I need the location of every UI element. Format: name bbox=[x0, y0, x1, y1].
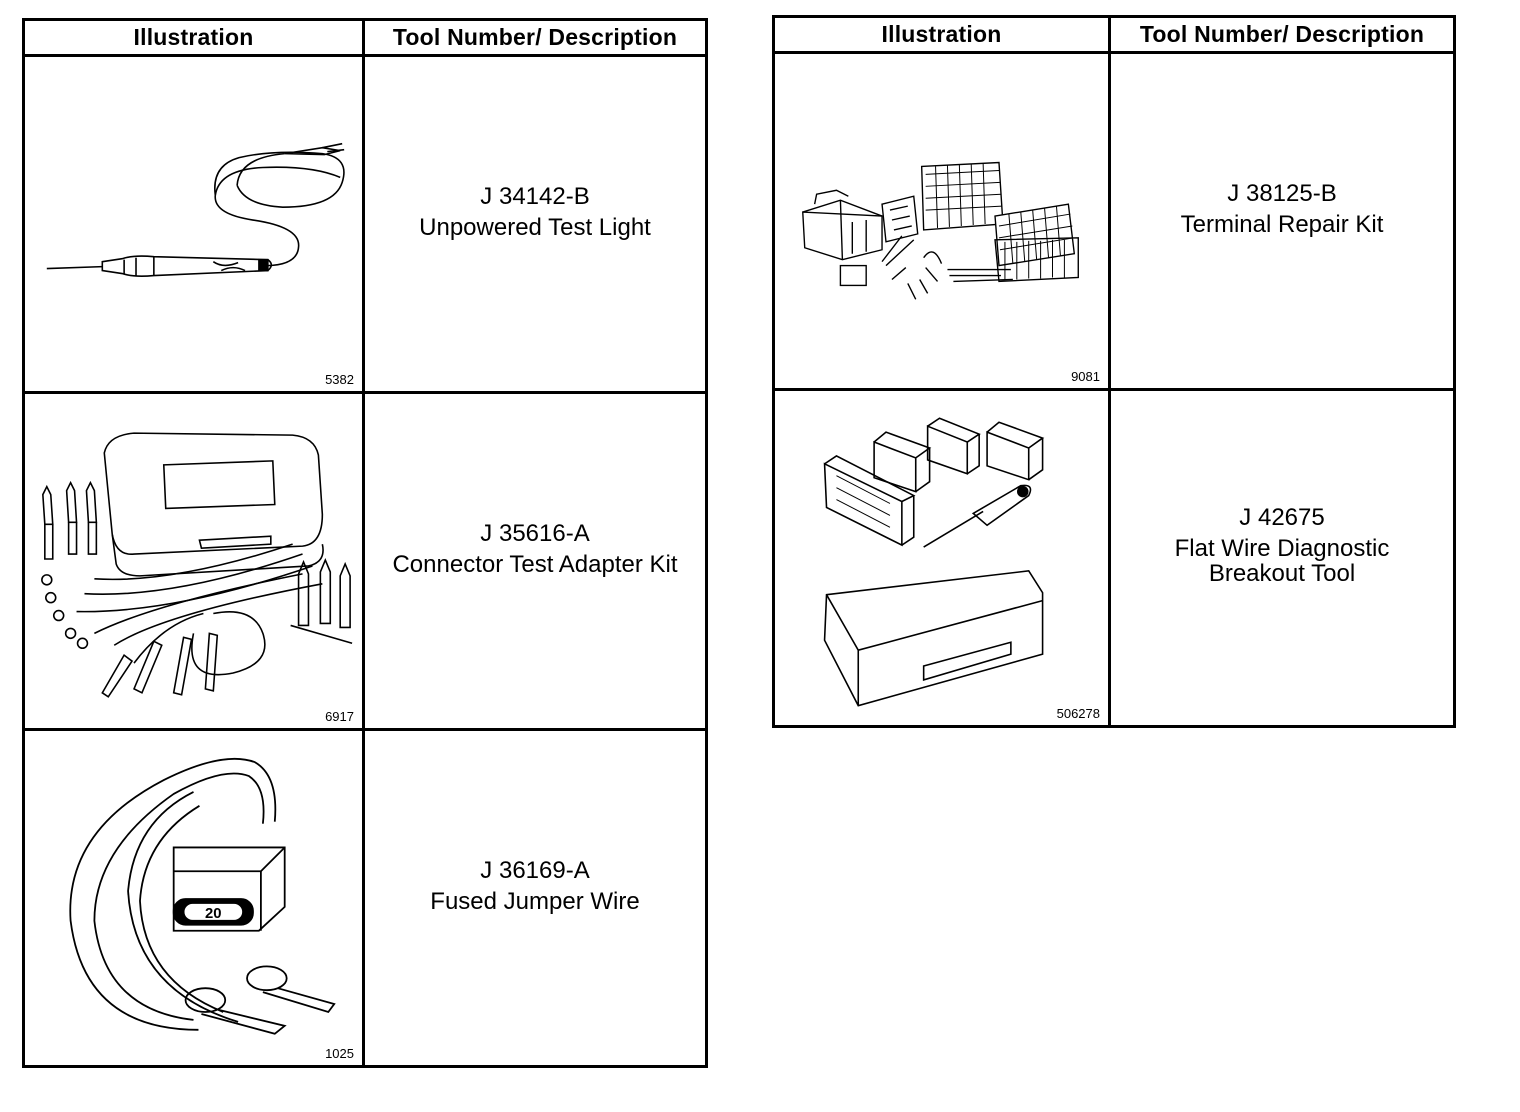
header-row: Illustration Tool Number/ Description bbox=[772, 15, 1456, 54]
description-cell: J 36169-A Fused Jumper Wire bbox=[362, 728, 708, 1068]
table-row: 506278 J 42675 Flat Wire Diagnostic Brea… bbox=[772, 388, 1456, 728]
illustration-cell: 5382 bbox=[22, 54, 365, 394]
tool-number: J 34142-B bbox=[480, 183, 590, 210]
table-row: 9081 J 38125-B Terminal Repair Kit bbox=[772, 51, 1456, 391]
table-row: 5382 J 34142-B Unpowered Test Light bbox=[22, 54, 708, 394]
figure-number: 9081 bbox=[1071, 369, 1100, 384]
tool-number: J 36169-A bbox=[480, 857, 590, 884]
table-row: 20 1025 J 36169-A Fused Jumper Wire bbox=[22, 728, 708, 1068]
illustration-cell: 6917 bbox=[22, 391, 365, 731]
breakout-tool-icon bbox=[823, 417, 1045, 707]
tool-number: J 35616-A bbox=[480, 520, 590, 547]
figure-number: 6917 bbox=[325, 709, 354, 724]
tool-number: J 38125-B bbox=[1227, 180, 1337, 207]
figure-number: 5382 bbox=[325, 372, 354, 387]
tool-table-right: Illustration Tool Number/ Description bbox=[772, 15, 1456, 728]
tool-description-line2: Breakout Tool bbox=[1208, 560, 1356, 588]
terminal-kit-icon bbox=[802, 161, 1079, 300]
illustration-cell: 20 1025 bbox=[22, 728, 365, 1068]
description-cell: J 35616-A Connector Test Adapter Kit bbox=[362, 391, 708, 731]
table-row: 6917 J 35616-A Connector Test Adapter Ki… bbox=[22, 391, 708, 731]
tool-description: Connector Test Adapter Kit bbox=[392, 550, 678, 578]
tool-table-left: Illustration Tool Number/ Description bbox=[22, 18, 708, 1068]
test-light-icon bbox=[46, 142, 345, 277]
header-row: Illustration Tool Number/ Description bbox=[22, 18, 708, 57]
fuse-label: 20 bbox=[205, 906, 222, 922]
header-illustration: Illustration bbox=[22, 18, 365, 57]
header-tool-description: Tool Number/ Description bbox=[362, 18, 708, 57]
illustration-cell: 506278 bbox=[772, 388, 1111, 728]
illustration-cell: 9081 bbox=[772, 51, 1111, 391]
jumper-wire-icon: 20 bbox=[69, 757, 336, 1035]
tool-description: Unpowered Test Light bbox=[419, 213, 651, 241]
description-cell: J 34142-B Unpowered Test Light bbox=[362, 54, 708, 394]
header-illustration: Illustration bbox=[772, 15, 1111, 54]
tool-number: J 42675 bbox=[1239, 504, 1325, 532]
adapter-kit-icon bbox=[41, 432, 353, 698]
tool-description: Terminal Repair Kit bbox=[1180, 210, 1384, 238]
description-cell: J 38125-B Terminal Repair Kit bbox=[1108, 51, 1456, 391]
header-tool-description: Tool Number/ Description bbox=[1108, 15, 1456, 54]
tool-description: Fused Jumper Wire bbox=[430, 887, 640, 915]
description-cell: J 42675 Flat Wire Diagnostic Breakout To… bbox=[1108, 388, 1456, 728]
figure-number: 506278 bbox=[1056, 706, 1100, 721]
tool-description-line1: Flat Wire Diagnostic bbox=[1174, 535, 1390, 563]
figure-number: 1025 bbox=[325, 1046, 354, 1061]
